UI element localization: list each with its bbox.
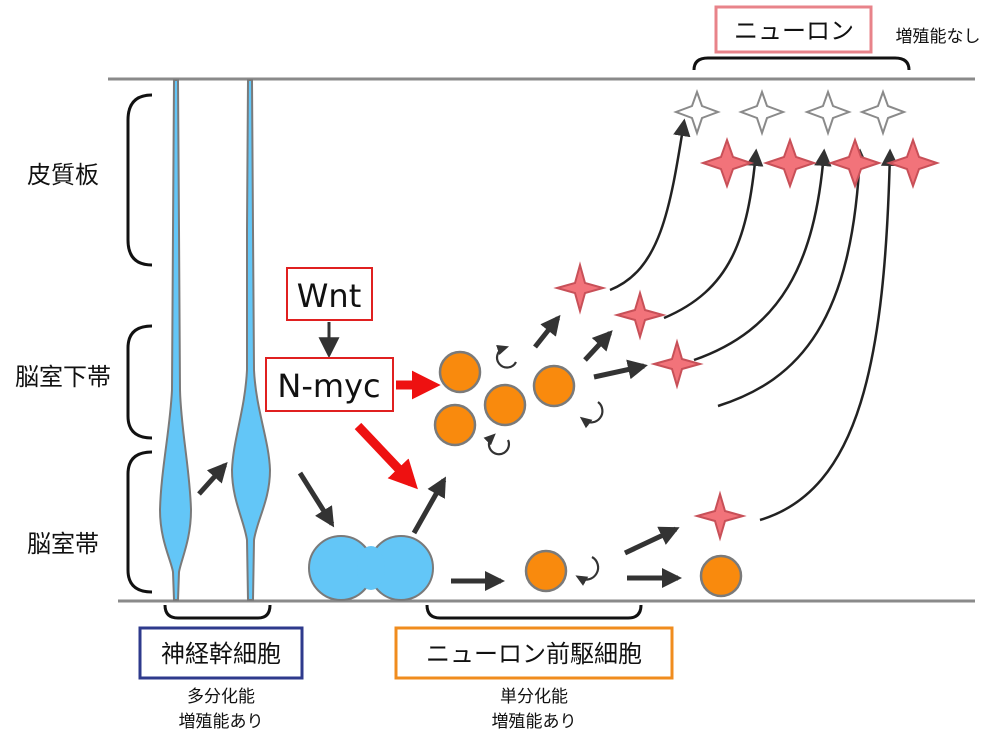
migration-arrow bbox=[717, 148, 869, 408]
self-renewal-icon bbox=[483, 433, 510, 456]
immature-neuron bbox=[693, 490, 747, 542]
progenitor-bracket bbox=[425, 604, 643, 620]
self-renewal-icon bbox=[495, 345, 517, 369]
mature-neuron bbox=[738, 89, 786, 137]
stem-cell-desc-2: 増殖能あり bbox=[179, 712, 264, 732]
cortical-neuron bbox=[762, 136, 818, 190]
wnt-box bbox=[286, 267, 373, 321]
progenitor-desc-1: 単分化能 bbox=[500, 687, 568, 707]
stem-cell-label: 神経幹細胞 bbox=[161, 640, 281, 668]
migration-arrow bbox=[693, 148, 832, 362]
cortical-neuron bbox=[885, 136, 941, 190]
progenitor-cell bbox=[483, 383, 527, 427]
migration-arrow bbox=[759, 148, 899, 522]
progenitor-box bbox=[394, 626, 674, 680]
neural-stem-cell-2 bbox=[230, 79, 272, 601]
mature-neuron bbox=[859, 89, 907, 137]
progenitor-to-neuron-arrow bbox=[583, 330, 613, 362]
progenitor-cell bbox=[438, 350, 482, 394]
vz-bracket bbox=[126, 450, 153, 594]
progenitor-cell bbox=[524, 549, 568, 593]
svz-label: 脳室下帯 bbox=[15, 363, 111, 391]
migration-arrow bbox=[663, 148, 764, 320]
self-renewal-icon bbox=[575, 556, 600, 586]
cortical-neuron bbox=[827, 136, 883, 190]
progenitor-to-neuron-arrow bbox=[623, 526, 680, 556]
migration-arrow bbox=[609, 118, 691, 292]
stem-to-dividing-arrow bbox=[297, 471, 335, 528]
neural-stem-cell-1 bbox=[158, 79, 193, 601]
immature-neuron bbox=[613, 289, 667, 341]
mature-neuron bbox=[804, 89, 852, 137]
immature-neuron bbox=[650, 338, 704, 390]
vz-label: 脳室帯 bbox=[27, 530, 99, 558]
nmyc-label: N-myc bbox=[277, 367, 380, 405]
neuron-note: 増殖能なし bbox=[896, 27, 981, 47]
neuron-label: ニューロン bbox=[734, 17, 854, 45]
nmyc-box bbox=[265, 357, 394, 412]
stem-division-arrow bbox=[197, 462, 228, 496]
immature-neuron bbox=[553, 261, 607, 315]
svz-bracket bbox=[126, 324, 153, 440]
progenitor-desc-2: 増殖能あり bbox=[492, 712, 577, 732]
stem-cell-box bbox=[138, 626, 304, 680]
dividing-cell-join bbox=[357, 546, 385, 590]
wnt-label: Wnt bbox=[297, 277, 361, 315]
cortex-bracket bbox=[126, 93, 153, 267]
progenitor-label: ニューロン前駆細胞 bbox=[426, 640, 642, 668]
cortical-neuron bbox=[699, 136, 755, 190]
neuron-bracket bbox=[692, 56, 911, 71]
progenitor-cell bbox=[699, 554, 743, 598]
stem-cell-bracket bbox=[163, 604, 272, 620]
stem-cell-desc-1: 多分化能 bbox=[187, 687, 255, 707]
self-renewal-icon bbox=[579, 401, 604, 429]
neuron-box bbox=[714, 5, 873, 54]
dividing-to-progenitor-arrow bbox=[411, 476, 447, 535]
progenitor-cell bbox=[433, 403, 477, 447]
progenitor-to-neuron-arrow bbox=[533, 314, 561, 349]
cortex-label: 皮質板 bbox=[27, 161, 99, 189]
mature-neuron bbox=[673, 89, 721, 137]
progenitor-cell bbox=[532, 364, 576, 408]
nmyc-red-arrow-diagonal bbox=[354, 422, 418, 490]
progenitor-to-neuron-arrow bbox=[593, 359, 648, 380]
